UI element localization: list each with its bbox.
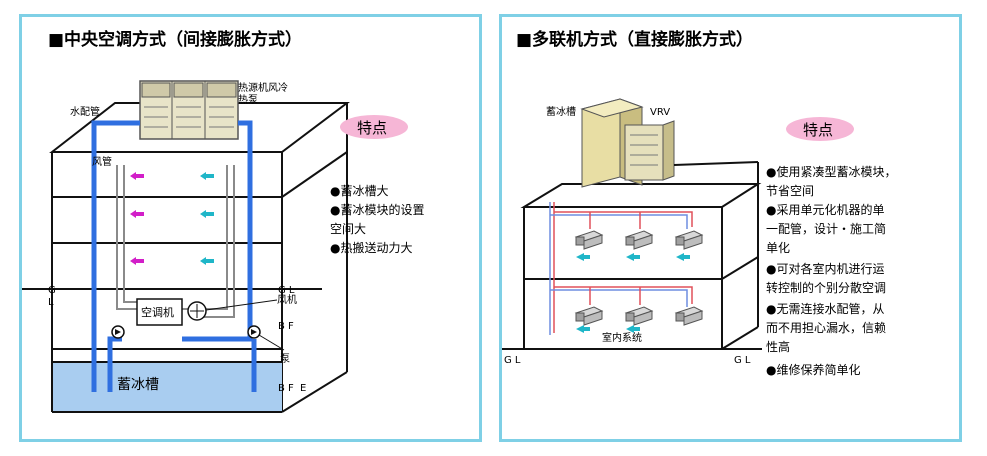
floor-lines [22, 151, 348, 363]
features-bubble [340, 115, 408, 139]
feature-line-9: 而不用担心漏水，信赖 [766, 321, 886, 335]
feature-line-2: 节省空间 [766, 184, 814, 198]
ice-tank-label: 蓄冰槽 [117, 377, 159, 393]
feature-list: ●使用紧凑型蓄冰模块， 节省空间 ●采用单元化机器的单 一配管，设计・施工简 单… [766, 164, 896, 377]
indoor-units-upper [574, 230, 704, 261]
feature-line-3: 空间大 [330, 222, 366, 236]
bf-upper-label: B F [278, 321, 294, 332]
features-bubble [786, 117, 854, 141]
return-air-arrows [200, 172, 214, 265]
heat-source-unit [139, 80, 239, 140]
feature-line-6: ●可对各室内机进行运 [766, 261, 884, 276]
ice-tank-label: 蓄冰槽 [546, 105, 576, 118]
building-outline [49, 102, 350, 413]
water-pipe-label: 水配管 [70, 105, 100, 118]
multi-split-diagram: ■多联机方式（直接膨胀方式） 蓄冰槽 [502, 29, 896, 377]
features-title: 特点 [803, 121, 833, 139]
feature-line-4: ●热搬送动力大 [330, 240, 412, 255]
central-ac-panel: ■中央空调方式（间接膨胀方式） 蓄冰槽 [19, 14, 482, 442]
feature-line-3: ●采用单元化机器的单 [766, 202, 884, 217]
gl-right-label: G L [278, 285, 295, 296]
feature-line-1: ●蓄冰槽大 [330, 184, 388, 198]
fan-label: 风机 [277, 293, 297, 306]
heat-source-label: 热源机风冷 [238, 81, 288, 94]
feature-line-5: 单化 [766, 241, 790, 255]
vrv-unit [624, 120, 675, 181]
building-outline [502, 162, 762, 350]
multi-split-panel: ■多联机方式（直接膨胀方式） 蓄冰槽 [499, 14, 962, 442]
pump-label: 泵 [280, 353, 290, 365]
feature-line-10: 性高 [766, 339, 790, 354]
bf-lower-label: B F [278, 383, 294, 394]
feature-line-11: ●维修保养简单化 [766, 362, 860, 377]
air-ducts [116, 165, 235, 318]
indoor-units-lower [574, 306, 704, 333]
water-pipes [91, 120, 257, 392]
central-ac-diagram: ■中央空调方式（间接膨胀方式） 蓄冰槽 [22, 29, 424, 413]
feature-line-2: ●蓄冰模块的设置 [330, 202, 424, 217]
refrigerant-pipes [549, 202, 693, 335]
central-ac-title: ■中央空调方式（间接膨胀方式） [48, 29, 302, 50]
ice-tank-water [53, 363, 282, 411]
gl-right-label: G L [734, 355, 751, 366]
feature-line-4: 一配管，设计・施工简 [766, 221, 886, 236]
supply-air-arrows [130, 172, 144, 265]
features-title: 特点 [357, 119, 387, 137]
vrv-label: VRV [650, 107, 670, 118]
gl-left-label: G L [504, 355, 521, 366]
feature-line-8: ●无需连接水配管，从 [766, 301, 884, 316]
heat-pump-label: 热泵 [238, 93, 258, 106]
gl-left-g: G [48, 285, 56, 296]
ahu-box [136, 298, 183, 326]
indoor-system-label: 室内系统 [602, 331, 642, 344]
feature-line-7: 转控制的个别分散空调 [766, 280, 886, 295]
feature-line-1: ●使用紧凑型蓄冰模块， [766, 164, 896, 179]
air-duct-label: 风管 [92, 155, 112, 168]
ahu-label: 空调机 [141, 305, 174, 319]
multi-split-title: ■多联机方式（直接膨胀方式） [516, 29, 753, 50]
gl-left-l: L [48, 297, 54, 308]
e-label: E [300, 383, 306, 394]
